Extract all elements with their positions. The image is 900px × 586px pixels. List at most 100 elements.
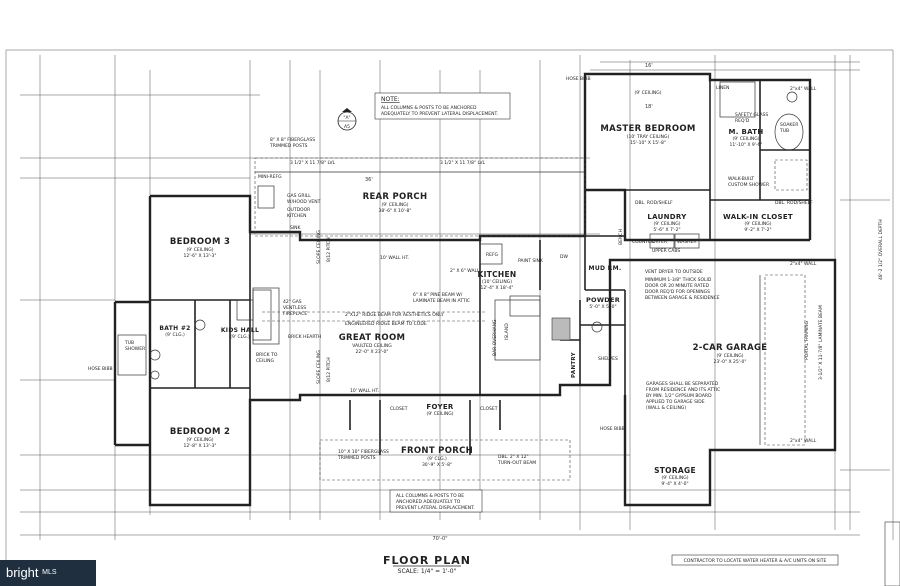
label-rod-shelf-1: DBL. ROD/SHELF: [635, 200, 673, 206]
room-master-ceil: (10' TRAY CEILING): [627, 134, 670, 140]
label-brick-ceil-2: CEILING: [256, 358, 275, 364]
label-fire-door-1: MINIMUM 1-3/8" THICK SOLID: [645, 277, 712, 283]
label-walk-shower-2: CUSTOM SHOWER: [728, 182, 769, 188]
label-soaker-2: TUB: [779, 128, 789, 134]
label-wall-2x4-2: 2"x4" WALL: [790, 261, 817, 267]
room-bed3-size: 12'-6" X 13'-3": [184, 253, 217, 259]
room-kidshall-name: KIDS HALL: [221, 327, 259, 334]
room-bath2-ceil: (9' CLG.): [165, 332, 185, 338]
label-fireplace-3: FIREPLACE: [283, 311, 307, 317]
room-kitchen-name: KITCHEN: [478, 270, 517, 279]
ridge-beam: [262, 311, 485, 322]
label-tub-shower-1: TUB: [124, 340, 134, 346]
label-dbl-2: TURN-OUT BEAM: [497, 460, 536, 466]
label-outdoor-kitchen-2: KITCHEN: [287, 213, 307, 219]
label-ridge-aesthetic: 2"X12" RIDGE BEAM FOR AESTHETICS ONLY: [345, 312, 444, 318]
contractor-note: CONTRACTOR TO LOCATE WATER HEATER & A/C …: [684, 558, 827, 564]
rear-porch-outline: [254, 157, 586, 237]
room-front-porch-name: FRONT PORCH: [401, 446, 473, 456]
label-sink: SINK: [290, 225, 302, 231]
room-front-porch-size: 30'-9" X 5'-8": [422, 462, 452, 468]
label-brick-ceil-1: BRICK TO: [256, 352, 278, 358]
bath2-fixtures: [117, 319, 206, 380]
interior-walls: [150, 74, 810, 455]
label-soaker-1: SOAKER: [780, 122, 798, 128]
room-bed3-name: BEDROOM 3: [170, 237, 230, 247]
room-mbath-name: M. BATH: [728, 128, 763, 136]
note-line-2: ADEQUATELY TO PREVENT LATERAL DISPLACEME…: [381, 111, 498, 117]
room-foyer-ceil: (9' CEILING): [426, 411, 453, 417]
label-fiberglass-1: 8" X 8" FIBERGLASS: [270, 137, 315, 143]
label-dim-16: 16': [645, 63, 653, 69]
label-tub-shower-2: SHOWER: [125, 346, 145, 352]
label-garage-note-5: (WALL & CEILING): [646, 405, 686, 411]
kitchen-island: [479, 243, 571, 361]
room-master-name: MASTER BEDROOM: [600, 124, 695, 134]
label-overall-depth: 48'-2 1/2" OVERALL DEPTH: [878, 219, 884, 280]
room-powder-size: 5'-0" X 5'-0": [589, 304, 616, 310]
room-kitchen-size: 12'-4" X 18'-4": [481, 285, 514, 291]
label-outdoor-kitchen-1: OUTDOOR: [287, 207, 310, 213]
label-pitch-1: 8/12 PITCH: [326, 237, 332, 262]
room-great-name: GREAT ROOM: [339, 333, 405, 343]
master-bath-fixtures: [719, 81, 808, 191]
label-gas-grill-1: GAS GRILL: [287, 193, 311, 199]
label-lvl-beam-2: 3 1/2" X 11 7/8" LVL: [440, 160, 486, 166]
room-storage-ceil: (9' CEILING): [661, 475, 688, 481]
note-bottom-line-1: ALL COLUMNS & POSTS TO BE: [396, 493, 464, 499]
watermark-tm: MLS: [42, 569, 57, 576]
room-storage-name: STORAGE: [654, 466, 696, 475]
label-lam-beam: 3-1/2" X 11-7/8" LAMINATE BEAM: [818, 305, 824, 380]
label-refg: REFG: [486, 252, 499, 258]
room-kidshall-ceil: (9' CLG.): [230, 334, 250, 340]
label-upper-cabs: UPPER CABS: [652, 248, 680, 254]
label-fire-door-3: DOOR REQ'D FOR OPENINGS: [645, 289, 710, 295]
sheet-border: [5, 49, 894, 570]
section-marker: "A" A5: [337, 108, 357, 131]
label-hose-bibb-1: HOSE BIBB: [566, 76, 591, 82]
note-top: NOTE: ALL COLUMNS & POSTS TO BE ANCHORED…: [374, 92, 511, 120]
label-fiberglass-front-2: TRIMMED POSTS: [337, 455, 376, 461]
room-rear-porch-ceil: (9' CEILING): [381, 202, 408, 208]
note-bottom-line-3: PREVENT LATERAL DISPLACEMENT.: [396, 505, 475, 511]
room-master-size: 15'-10" X 15'-8": [630, 140, 666, 146]
label-hose-bibb-2: HOSE BIBB: [88, 366, 113, 372]
room-kitchen-ceil: (10' CEILING): [482, 279, 512, 285]
fireplace: [236, 287, 280, 345]
label-safety-glass-2: REQ'D: [735, 118, 750, 124]
label-counter: COUNTER: [632, 239, 654, 245]
room-bath2-name: BATH #2: [159, 325, 190, 332]
room-storage-size: 9'-4" X 4'-0": [661, 481, 688, 487]
room-laundry-ceil: (9' CEILING): [653, 221, 680, 227]
plan-scale: SCALE: 1/4" = 1'-0": [398, 568, 457, 575]
label-pine-beam-2: LAMINATE BEAM IN ATTIC: [413, 298, 470, 304]
label-brick-hearth: BRICK HEARTH: [288, 334, 321, 340]
room-front-porch-ceil: (9' CLG.): [427, 456, 447, 462]
watermark-logo: bright MLS: [0, 560, 96, 586]
front-porch-outline: [319, 439, 571, 481]
label-slope-ceiling-1: SLOPE CEILING: [316, 230, 322, 264]
room-closet-name: WALK-IN CLOSET: [723, 213, 793, 221]
label-gas-grill-2: W/HOOD VENT: [287, 199, 321, 205]
label-fiberglass-2: TRIMMED POSTS: [269, 143, 308, 149]
label-linen: LINEN: [716, 85, 729, 91]
label-vent-dryer: VENT DRYER TO OUTSIDE: [645, 269, 703, 275]
room-great-size: 22'-0" X 23'-0": [356, 349, 389, 355]
label-paint-sink: PAINT SINK: [518, 258, 544, 264]
label-slope-ceiling-2: SLOPE CEILING: [316, 350, 322, 384]
label-hose-bibb-3: HOSE BIBB: [600, 426, 625, 432]
room-labels: MASTER BEDROOM (10' TRAY CEILING) 15'-10…: [159, 90, 793, 487]
label-rod-shelf-2: DBL. ROD/SHELF: [775, 200, 813, 206]
label-closet-1: CLOSET: [390, 406, 408, 412]
label-pine-beam-1: 6" X 8" PINE BEAM W/: [413, 292, 463, 298]
label-portal-framing: PORTAL FRAMING: [804, 320, 810, 360]
label-dim-18: 18': [645, 104, 653, 110]
label-ridge-code: ENGINEERED RIDGE BEAM TO CODE: [345, 321, 427, 327]
label-wall-2x6: 2" X 6" WALL: [450, 268, 480, 274]
label-overall-width: 70'-0": [432, 536, 447, 542]
room-garage-size: 23'-0" X 25'-0": [714, 359, 747, 365]
laundry-appliances: [649, 233, 700, 249]
label-dw: DW: [560, 254, 568, 260]
label-dbl-1: DBL. 2" X 12": [498, 454, 529, 460]
room-rear-porch-name: REAR PORCH: [363, 192, 428, 202]
